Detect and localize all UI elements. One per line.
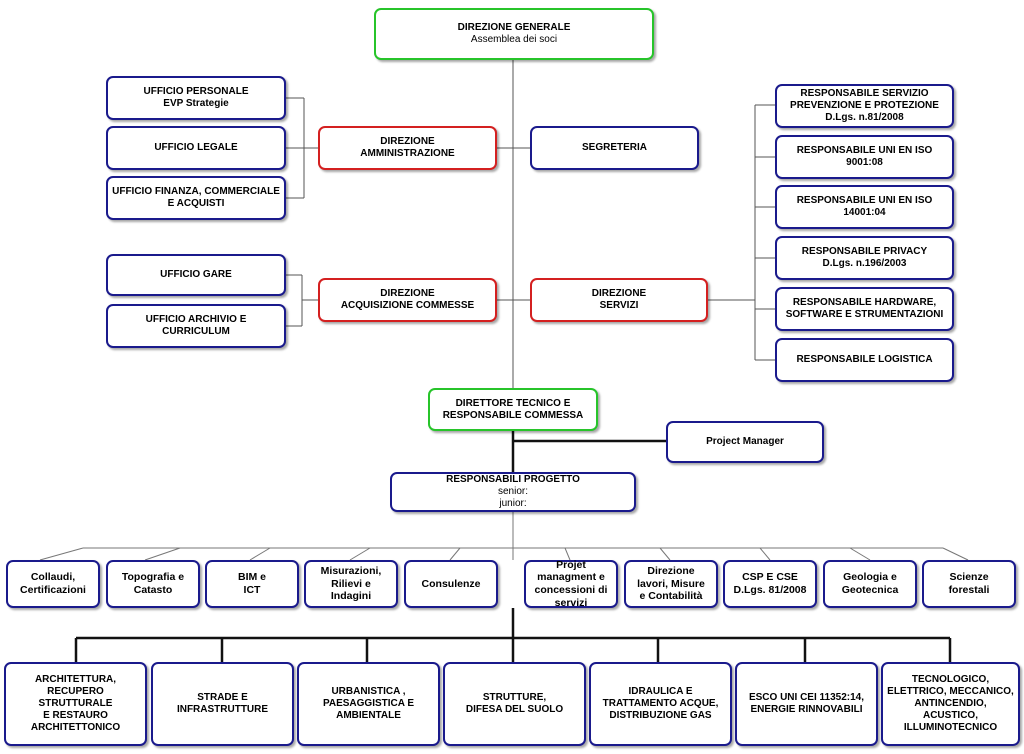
- direzione-generale-box: DIREZIONE GENERALE Assemblea dei soci: [374, 8, 654, 60]
- direzione-amministrazione-label: DIREZIONE AMMINISTRAZIONE: [360, 136, 455, 159]
- ufficio-personale-box: UFFICIO PERSONALE EVP Strategie: [106, 76, 286, 120]
- project-manager-box: Project Manager: [666, 421, 824, 463]
- area-urbanistica: URBANISTICA , PAESAGGISTICA E AMBIENTALE: [297, 662, 440, 746]
- segreteria-label: SEGRETERIA: [581, 142, 647, 153]
- resp-iso14001-label: RESPONSABILE UNI EN ISO 14001:04: [796, 195, 933, 218]
- project-manager-label: Project Manager: [706, 436, 784, 447]
- service-csp-cse: CSP E CSE D.Lgs. 81/2008: [723, 560, 817, 608]
- resp-logistica-box: RESPONSABILE LOGISTICA: [775, 338, 954, 382]
- ufficio-legale-label: UFFICIO LEGALE: [154, 142, 238, 153]
- direzione-amministrazione-box: DIREZIONE AMMINISTRAZIONE: [318, 126, 497, 170]
- service-label: Geologia e Geotecnica: [841, 571, 899, 596]
- area-label: ARCHITETTURA, RECUPERO STRUTTURALE E RES…: [30, 674, 121, 733]
- area-architettura: ARCHITETTURA, RECUPERO STRUTTURALE E RES…: [4, 662, 147, 746]
- resp-iso9001-box: RESPONSABILE UNI EN ISO 9001:08: [775, 135, 954, 179]
- resp-iso14001-box: RESPONSABILE UNI EN ISO 14001:04: [775, 185, 954, 229]
- service-label: Collaudi, Certificazioni: [20, 571, 86, 596]
- direttore-tecnico-box: DIRETTORE TECNICO E RESPONSABILE COMMESS…: [428, 388, 598, 431]
- resp-prevenzione-box: RESPONSABILE SERVIZIO PREVENZIONE E PROT…: [775, 84, 954, 128]
- service-label: Consulenze: [421, 577, 481, 590]
- service-collaudi: Collaudi, Certificazioni: [6, 560, 100, 608]
- direzione-servizi-label: DIREZIONE SERVIZI: [591, 288, 647, 311]
- direzione-generale-title: DIREZIONE GENERALE: [457, 22, 571, 33]
- resp-hardware-label: RESPONSABILE HARDWARE, SOFTWARE E STRUME…: [785, 297, 944, 320]
- ufficio-finanza-label: UFFICIO FINANZA, COMMERCIALE E ACQUISTI: [112, 186, 280, 209]
- service-bim: BIM e ICT: [205, 560, 299, 608]
- ufficio-legale-box: UFFICIO LEGALE: [106, 126, 286, 170]
- resp-privacy-box: RESPONSABILE PRIVACY D.Lgs. n.196/2003: [775, 236, 954, 280]
- resp-logistica-label: RESPONSABILE LOGISTICA: [796, 354, 933, 365]
- area-label: STRUTTURE, DIFESA DEL SUOLO: [465, 692, 564, 715]
- ufficio-gare-label: UFFICIO GARE: [160, 269, 232, 280]
- area-tecnologico: TECNOLOGICO, ELETTRICO, MECCANICO, ANTIN…: [881, 662, 1020, 746]
- ufficio-archivio-label: UFFICIO ARCHIVIO E CURRICULUM: [145, 314, 247, 337]
- service-project-managment: Projet managment e concessioni di serviz…: [524, 558, 618, 609]
- responsabili-progetto-box: RESPONSABILI PROGETTO senior: junior:: [390, 472, 636, 512]
- area-label: IDRAULICA E TRATTAMENTO ACQUE, DISTRIBUZ…: [602, 686, 719, 721]
- direzione-servizi-box: DIREZIONE SERVIZI: [530, 278, 708, 322]
- service-label: Scienze forestali: [948, 571, 990, 596]
- service-geologia: Geologia e Geotecnica: [823, 560, 917, 608]
- service-direzione-lavori: Direzione lavori, Misure e Contabilità: [624, 560, 718, 608]
- responsabili-progetto-title: RESPONSABILI PROGETTO: [446, 474, 580, 485]
- ufficio-archivio-box: UFFICIO ARCHIVIO E CURRICULUM: [106, 304, 286, 348]
- resp-privacy-label: RESPONSABILE PRIVACY D.Lgs. n.196/2003: [801, 246, 928, 269]
- area-strutture: STRUTTURE, DIFESA DEL SUOLO: [443, 662, 586, 746]
- service-consulenze: Consulenze: [404, 560, 498, 608]
- area-label: STRADE E INFRASTRUTTURE: [176, 692, 269, 715]
- direzione-acquisizione-box: DIREZIONE ACQUISIZIONE COMMESSE: [318, 278, 497, 322]
- area-idraulica: IDRAULICA E TRATTAMENTO ACQUE, DISTRIBUZ…: [589, 662, 732, 746]
- resp-hardware-box: RESPONSABILE HARDWARE, SOFTWARE E STRUME…: [775, 287, 954, 331]
- direttore-tecnico-label: DIRETTORE TECNICO E RESPONSABILE COMMESS…: [442, 397, 584, 421]
- ufficio-personale-label: UFFICIO PERSONALE EVP Strategie: [143, 86, 249, 109]
- service-label: Misurazioni, Rilievi e Indagini: [320, 565, 382, 603]
- service-misurazioni: Misurazioni, Rilievi e Indagini: [304, 560, 398, 608]
- area-label: ESCO UNI CEI 11352:14, ENERGIE RINNOVABI…: [748, 692, 865, 715]
- area-strade: STRADE E INFRASTRUTTURE: [151, 662, 294, 746]
- resp-prevenzione-label: RESPONSABILE SERVIZIO PREVENZIONE E PROT…: [790, 88, 939, 123]
- direzione-generale-subtitle: Assemblea dei soci: [470, 34, 558, 45]
- service-label: Projet managment e concessioni di serviz…: [534, 558, 608, 609]
- resp-iso9001-label: RESPONSABILE UNI EN ISO 9001:08: [796, 145, 933, 168]
- area-label: TECNOLOGICO, ELETTRICO, MECCANICO, ANTIN…: [887, 674, 1014, 733]
- service-scienze-forestali: Scienze forestali: [922, 560, 1016, 608]
- ufficio-gare-box: UFFICIO GARE: [106, 254, 286, 296]
- responsabili-senior: senior:: [497, 486, 528, 497]
- area-label: URBANISTICA , PAESAGGISTICA E AMBIENTALE: [322, 686, 415, 721]
- service-label: CSP E CSE D.Lgs. 81/2008: [733, 571, 807, 596]
- service-label: BIM e ICT: [237, 571, 266, 596]
- direzione-acquisizione-label: DIREZIONE ACQUISIZIONE COMMESSE: [340, 288, 475, 311]
- service-label: Topografia e Catasto: [121, 571, 185, 596]
- area-esco: ESCO UNI CEI 11352:14, ENERGIE RINNOVABI…: [735, 662, 878, 746]
- service-topografia: Topografia e Catasto: [106, 560, 200, 608]
- service-label: Direzione lavori, Misure e Contabilità: [637, 565, 705, 603]
- responsabili-junior: junior:: [499, 498, 527, 509]
- segreteria-box: SEGRETERIA: [530, 126, 699, 170]
- ufficio-finanza-box: UFFICIO FINANZA, COMMERCIALE E ACQUISTI: [106, 176, 286, 220]
